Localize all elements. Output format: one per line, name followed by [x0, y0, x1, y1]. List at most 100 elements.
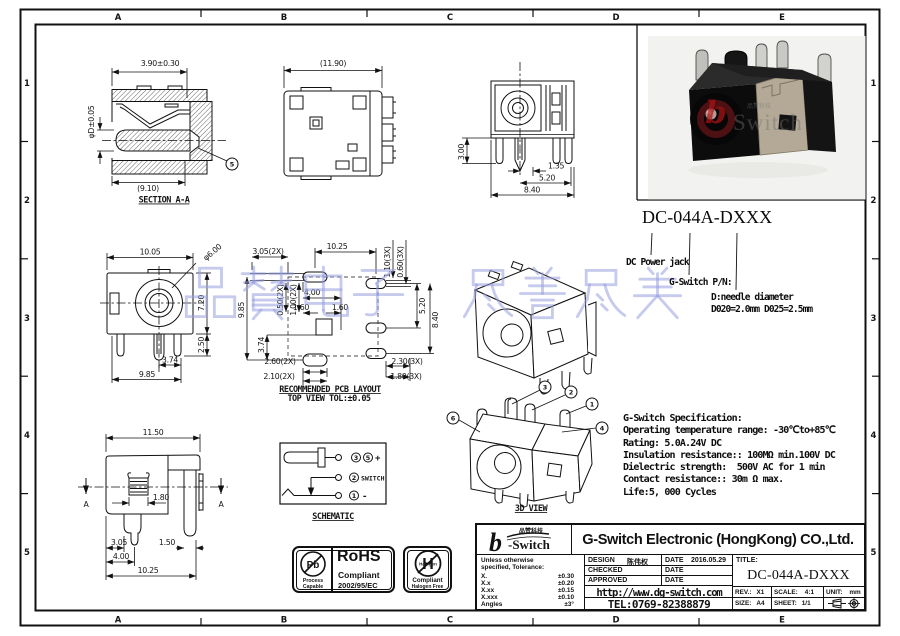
approved-label: APPROVED [588, 577, 628, 584]
view-3d-text: 6 3 2 1 4 3D VIEW [451, 384, 605, 515]
dim-pcb-520: 5.20 [418, 298, 427, 314]
dim-pcb-1025: 10.25 [327, 242, 348, 251]
spec-line-6: Life:5, 000 Cycles [623, 486, 717, 498]
logo-cell: b -Switch 品赞科技 [477, 525, 572, 555]
date-label3: DATE [665, 577, 684, 584]
unit-value: mm [849, 588, 861, 596]
svg-text:品赞科技: 品赞科技 [519, 527, 544, 535]
tolerance-cell: Unless otherwise specified, Tolerance: X… [477, 555, 585, 609]
tolerance-row: X.±0.30 [481, 573, 574, 580]
view-pcb-text: 3.05(2X) 10.25 1.10(3X) 0.60(3X) 0.50(2X… [237, 242, 440, 404]
product-photo [688, 40, 836, 178]
size-value: A4 [756, 600, 765, 607]
sch-plus: + [375, 454, 381, 464]
grid-row-5: 5 [24, 548, 30, 558]
company-tel: TEL:0769-82388879 [607, 598, 711, 609]
rohs-line2: 2002/95/EC [338, 581, 378, 590]
caption-schematic: SCHEMATIC [312, 512, 354, 522]
designer-name: 陈伟权 [627, 557, 648, 566]
dim-pcb-230: 2.30(3X) [391, 357, 423, 366]
grid-row-4: 4 [24, 431, 30, 441]
dim-front-pin: 3.74 [162, 356, 178, 365]
dim-top-width: (11.90) [320, 59, 347, 68]
rohs-line1: Compliant [338, 570, 380, 580]
section-arrow-label-right: A [218, 500, 224, 509]
dim-side-305: 3.05 [111, 538, 127, 547]
date-label2: DATE [665, 567, 684, 574]
grid-row-1r: 1 [871, 79, 877, 89]
title-block: b -Switch 品赞科技 G-Switch Electronic (Hong… [475, 523, 866, 611]
grid-col-a: A [115, 13, 122, 23]
dim-rear-span: 5.20 [539, 174, 555, 183]
date-label: DATE [665, 557, 684, 564]
dim-pcb-400: 4.00 [304, 288, 320, 297]
grid-row-2r: 2 [871, 196, 877, 206]
dim-front-dia: φ6.00 [202, 242, 224, 263]
caption-section-aa: SECTION A-A [139, 196, 190, 206]
spec-line-3: Insulation resistance:: 100MΩ min.100V D… [623, 449, 836, 461]
tolerance-h1: Unless otherwise [481, 557, 534, 564]
view-section-aa-text: 3.90±0.30 φD±0.05 (9.10) 5 SECTION A-A [87, 59, 235, 206]
approval-cell: DESIGN 陈伟权 DATE 2016.05.29 CHECKED DATE … [585, 555, 733, 609]
rohs-title: RoHS [337, 548, 381, 565]
photo-box [636, 24, 866, 201]
sheet-frame [19, 8, 881, 627]
view-side [78, 434, 228, 580]
section-arrow-label-left: A [83, 500, 89, 509]
balloon-6: 6 [451, 415, 456, 423]
grid-col-b2: B [281, 616, 287, 626]
grid-col-e: E [779, 13, 785, 23]
spec-line-0: G-Switch Specification: [623, 413, 743, 424]
dim-pcb-985: 9.85 [237, 302, 246, 318]
title-label: TITLE: [736, 557, 758, 564]
part-number-leaders [650, 232, 738, 291]
view-top [283, 66, 396, 180]
sheet-value: 1/1 [801, 600, 811, 607]
svg-text:b: b [489, 528, 502, 555]
part-number-callout-3a: D:needle diameter [711, 292, 794, 303]
spec-line-1: Operating temperature range: -30℃to+85℃ [623, 425, 836, 437]
svg-text:Pb: Pb [307, 560, 320, 571]
title-part-no: DC-044A-DXXX [747, 568, 850, 583]
spec-block: G-Switch Specification:Operating tempera… [623, 413, 836, 499]
rev-value: X1 [756, 588, 765, 596]
tolerance-row: X.xx±0.15 [481, 587, 574, 594]
dim-pcb-110: 1.10(3X) [383, 246, 392, 278]
company-name: G-Switch Electronic (HongKong) CO.,Ltd. [572, 525, 864, 555]
grid-col-d: D [612, 13, 619, 23]
projection-cell [824, 598, 864, 609]
grid-col-d2: D [612, 616, 619, 626]
view-rear-text: 3.00 1.35 5.20 8.40 [457, 144, 565, 195]
grid-row-3r: 3 [871, 314, 877, 324]
dim-section-top: 3.90±0.30 [141, 59, 180, 68]
grid-col-c: C [447, 13, 453, 23]
title-cell: TITLE: DC-044A-DXXX REV.:X1 SCALE:4:1 UN… [733, 555, 864, 609]
grid-col-a2: A [115, 616, 122, 626]
tolerance-row: X.x±0.20 [481, 580, 574, 587]
caption-pcb-2: TOP VIEW TOL:±0.05 [287, 394, 370, 404]
unit-cell: UNIT:mm [826, 588, 861, 596]
view-schematic [279, 442, 387, 505]
dim-pcb-180: 1.80(3X) [390, 372, 422, 381]
part-number: DC-044A-DXXX [642, 207, 773, 227]
caption-3d: 3D VIEW [515, 504, 549, 514]
spec-line-4: Dielectric strength: 500V AC for 1 min [623, 462, 826, 474]
balloon-2: 2 [569, 389, 574, 397]
grid-row-5r: 5 [871, 548, 877, 558]
grid-labels: A B C D E A B C D E 1 2 3 4 5 1 2 3 4 5 [24, 13, 877, 626]
dim-pcb-060: 0.60(3X) [396, 246, 405, 278]
part-number-callout-2: G-Switch P/N: [669, 277, 733, 288]
dim-section-dia: φD±0.05 [87, 105, 96, 138]
dim-front-bottom: 9.85 [139, 370, 155, 379]
halogen-free-icon: H Halogen [414, 550, 442, 577]
view-3d [446, 380, 609, 508]
view-schematic-text: 3 5 + 2 SWITCH 1 - SCHEMATIC [312, 454, 384, 522]
checked-label: CHECKED [588, 567, 623, 574]
grid-row-1: 1 [24, 79, 30, 89]
view-pcb [244, 240, 434, 385]
design-label: DESIGN [588, 557, 615, 564]
size-cell: SIZE:A4 [733, 598, 772, 609]
dim-rear-pin: 3.00 [457, 144, 466, 160]
